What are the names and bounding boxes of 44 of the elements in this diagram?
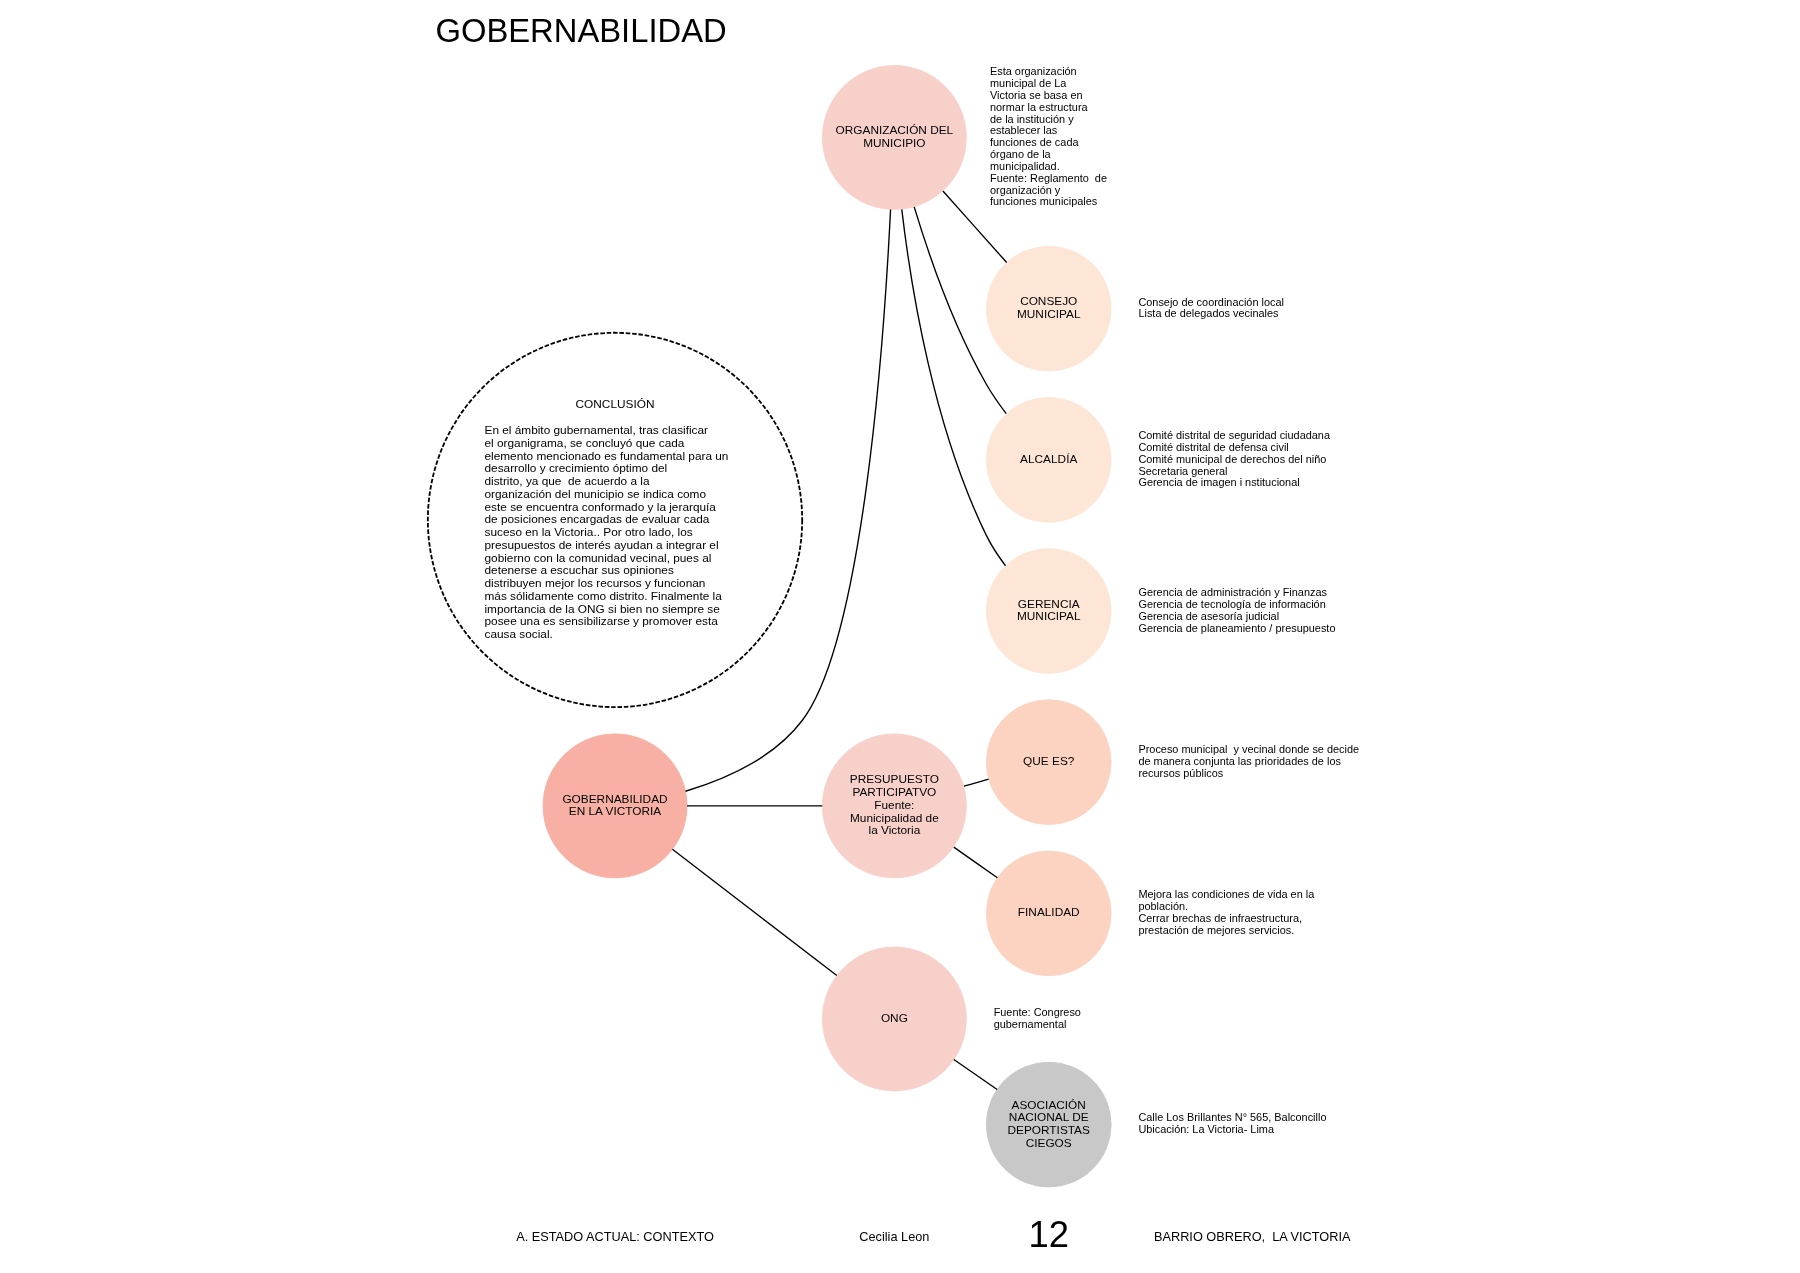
label: Cecilia Leon [858, 1228, 929, 1244]
node-circle: GERENCIA MUNICIPAL [985, 548, 1112, 674]
node-label: Proceso municipal y vecinal donde se decide de manera conjunta las prioridades de los recursos públicos [1137, 743, 1359, 779]
connector [962, 778, 989, 787]
node-label: Gerencia de administración y Finanzas [1137, 586, 1327, 599]
connector [900, 208, 1006, 567]
connector [941, 190, 1007, 264]
node-label: Ubicación: La Victoria- Lima [1137, 1123, 1274, 1136]
node-label: Gerencia de imagen i nstitucional [1137, 476, 1300, 489]
node-label: Cerrar brechas de infraestructura, prestación de mejores servicios. [1137, 912, 1302, 936]
node-circle: PRESUPUESTO PARTICIPATVO Fuente: Municipalidad de la Victoria [821, 733, 967, 879]
label: 12 [1027, 1213, 1069, 1255]
diagram-title: GOBERNABILIDAD [434, 11, 727, 49]
node-circle: QUE ES? [985, 699, 1112, 825]
node-circle: FINALIDAD [985, 850, 1112, 977]
node-label: Comité distrital de seguridad ciudadana [1137, 428, 1330, 441]
node-label: Consejo de coordinación local [1137, 295, 1284, 308]
node-label: Mejora las condiciones de vida en la población. [1137, 888, 1314, 913]
node-label: Gerencia de planeamiento / presupuesto [1137, 621, 1335, 634]
node-circle: GOBERNABILIDAD EN LA VICTORIA [542, 733, 687, 879]
label: A. ESTADO ACTUAL: CONTEXTO [515, 1228, 714, 1244]
connector [952, 846, 998, 879]
node-circle: CONCLUSIÓN En el ámbito gubernamental, tras clasificar el organigrama, se concluyó que cada elemento mencionado es fundamental para un desarrollo y crecimiento óptimo del distrito, ya que de acuerdo a la organización del municipio se indica como este se encuentra conformado y la jerarquía de posiciones encargadas de evaluar cada suceso en la Victoria.. Por otro lado, los presupuestos de interés ayudan a integrar el gobierno con la comunidad vecinal, pues al detenerse a escuchar sus opiniones distribuyen mejor los recursos y funcionan más sólidamente como distrito. Finalmente la importancia de la ONG si bien no siempre se posee una es sensibilizarse y promover esta causa social. [426, 331, 803, 708]
connector [684, 208, 891, 792]
node-label: Secretaria general [1137, 464, 1228, 477]
node-circle: ORGANIZACIÓN DEL MUNICIPIO [821, 65, 967, 210]
connector [952, 1058, 998, 1091]
node-label: Fuente: Reglamento de organización y funciones municipales [989, 171, 1107, 208]
node-label: Comité municipal de derechos del niño [1137, 452, 1326, 465]
label: BARRIO OBRERO, LA VICTORIA [1153, 1228, 1350, 1244]
node-label: Lista de delegados vecinales [1137, 307, 1278, 320]
node-label: Gerencia de tecnología de información [1137, 597, 1326, 610]
node-circle: ONG [821, 946, 967, 1092]
connector [671, 848, 837, 977]
node-label: Gerencia de asesoría judicial [1137, 609, 1279, 622]
node-label: Esta organización municipal de La Victoria se basa en normar la estructura de la institución y establecer las funciones de cada órgano de la municipalidad. [989, 65, 1088, 172]
node-label: Comité distrital de defensa civil [1137, 440, 1289, 453]
node-circle: CONSEJO MUNICIPAL [985, 245, 1112, 372]
node-label: Calle Los Brillantes N° 565, Balconcillo [1137, 1111, 1326, 1124]
node-circle: ASOCIACIÓN NACIONAL DE DEPORTISTAS CIEGOS [985, 1061, 1112, 1188]
node-label: Fuente: Congreso gubernamental [993, 1005, 1081, 1030]
connector [913, 206, 1007, 415]
node-circle: ALCALDÍA [985, 397, 1112, 523]
connector [685, 805, 823, 807]
